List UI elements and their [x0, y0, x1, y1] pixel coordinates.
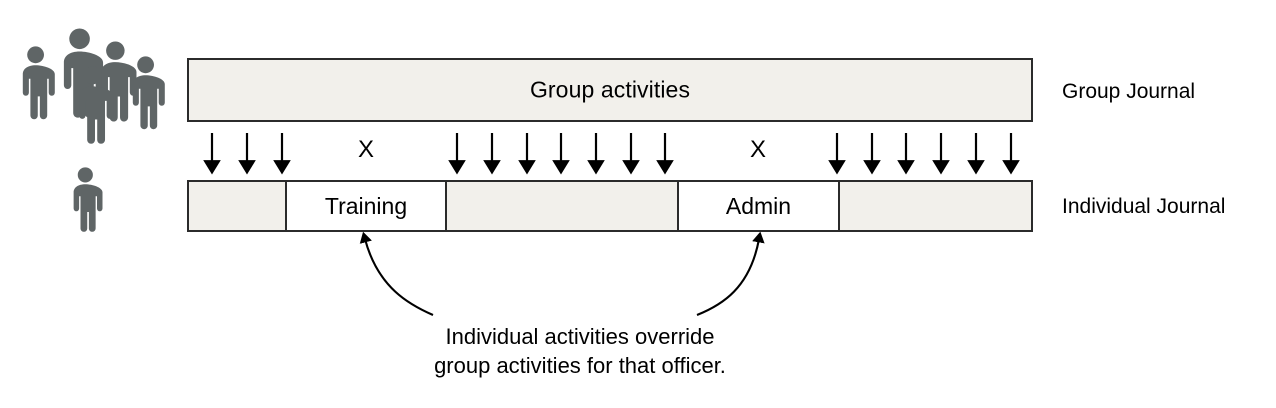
curved-arrow-icon-admin: [696, 231, 765, 316]
individual-journal-row-label: Individual Journal: [1062, 195, 1226, 218]
individual-journal-bar: Training Admin: [187, 180, 1033, 232]
caption-line-1: Individual activities override: [445, 324, 715, 349]
blocked-marker-2: X: [749, 136, 767, 163]
curved-arrow-icon-training: [359, 231, 434, 316]
group-of-people-icon: [14, 24, 166, 144]
single-person-icon: [63, 167, 109, 233]
group-activities-label: Group activities: [529, 76, 691, 103]
group-journal-row-label: Group Journal: [1062, 80, 1196, 103]
group-journal-bar: Group activities: [187, 58, 1033, 122]
caption-block: Individual activities override group act…: [330, 322, 830, 380]
blocked-marker-1: X: [357, 136, 375, 163]
individual-segment-admin: Admin: [677, 182, 840, 230]
arrow-group-2: [448, 133, 674, 175]
arrow-group-1: [203, 133, 291, 175]
individual-segment-training: Training: [285, 182, 447, 230]
group-of-people-svg: [22, 28, 165, 144]
caption-line-2: group activities for that officer.: [434, 353, 726, 378]
arrow-group-3: [828, 133, 1020, 175]
single-person-svg: [73, 167, 103, 232]
